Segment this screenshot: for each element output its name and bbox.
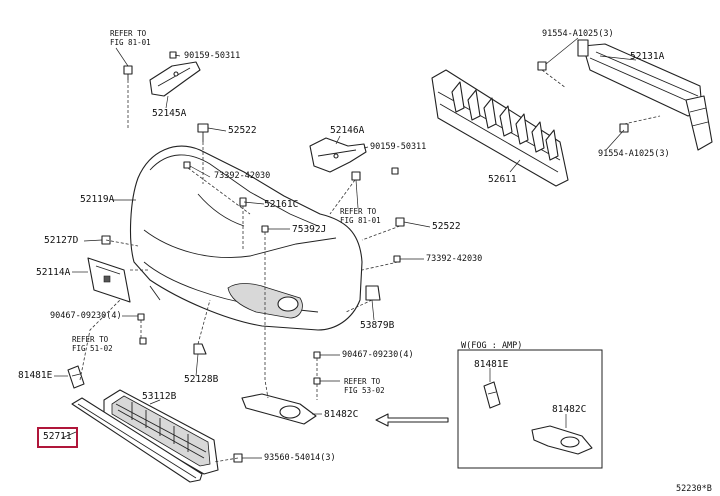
highlight-box-52711 — [37, 427, 78, 448]
bumper-side-bracket-left — [123, 51, 201, 97]
fog-lamp-bezel-main — [241, 393, 317, 425]
assembly-lines — [79, 69, 661, 463]
part-52145A[interactable]: 52145A — [152, 108, 187, 119]
part-52146A[interactable]: 52146A — [330, 125, 365, 136]
part-53112B[interactable]: 53112B — [142, 391, 177, 402]
inset-title: W(FOG : AMP) — [461, 341, 523, 351]
part-52128B[interactable]: 52128B — [184, 374, 219, 385]
part-90467-09230-mid[interactable]: 90467-09230(4) — [342, 350, 414, 360]
front-spoiler-strip — [71, 397, 203, 483]
refer-fig-51-02[interactable]: REFER TO FIG 51-02 — [72, 335, 113, 353]
direction-arrow — [375, 413, 449, 427]
part-52611[interactable]: 52611 — [488, 174, 517, 185]
part-91554-A1025-bot[interactable]: 91554-A1025(3) — [598, 149, 670, 159]
part-52522-mid[interactable]: 52522 — [432, 221, 461, 232]
part-53879B[interactable]: 53879B — [360, 320, 395, 331]
part-75392J[interactable]: 75392J — [292, 224, 327, 235]
part-81481E-inset[interactable]: 81481E — [474, 359, 509, 370]
part-52711[interactable]: 52711 — [43, 431, 72, 442]
part-93560-54014[interactable]: 93560-54014(3) — [264, 453, 336, 463]
part-81481E-left[interactable]: 81481E — [18, 370, 53, 381]
refer-fig-81-01-top[interactable]: REFER TO FIG 81-01 — [110, 29, 151, 47]
part-81482C-main[interactable]: 81482C — [324, 409, 359, 420]
part-52522-top[interactable]: 52522 — [228, 125, 257, 136]
part-52119A[interactable]: 52119A — [80, 194, 115, 205]
part-73392-42030-mid[interactable]: 73392-42030 — [426, 254, 483, 264]
part-90467-09230-left[interactable]: 90467-09230(4) — [50, 311, 122, 321]
fog-lamp-left — [67, 365, 85, 389]
energy-absorber — [431, 69, 569, 187]
bumper-side-bracket-right — [309, 137, 399, 181]
bumper-reinforcement — [577, 39, 713, 151]
part-81482C-inset[interactable]: 81482C — [552, 404, 587, 415]
refer-fig-53-02[interactable]: REFER TO FIG 53-02 — [344, 377, 385, 395]
bumper-cover — [129, 145, 363, 331]
part-90159-50311-mid[interactable]: 90159-50311 — [370, 142, 427, 152]
part-52131A[interactable]: 52131A — [630, 51, 665, 62]
part-52127D[interactable]: 52127D — [44, 235, 79, 246]
refer-fig-81-01-mid[interactable]: REFER TO FIG 81-01 — [340, 207, 381, 225]
part-73392-42030-top[interactable]: 73392-42030 — [214, 171, 271, 181]
figure-code: 52230*B — [676, 484, 712, 494]
fasteners — [101, 61, 629, 463]
lower-grille — [103, 389, 219, 475]
inset-box — [457, 349, 603, 469]
license-plate-bracket — [87, 257, 131, 303]
leader-lines — [54, 37, 637, 459]
part-52161C[interactable]: 52161C — [264, 199, 299, 210]
part-90159-50311-top[interactable]: 90159-50311 — [184, 51, 241, 61]
part-52114A[interactable]: 52114A — [36, 267, 71, 278]
part-91554-A1025-top[interactable]: 91554-A1025(3) — [542, 29, 614, 39]
